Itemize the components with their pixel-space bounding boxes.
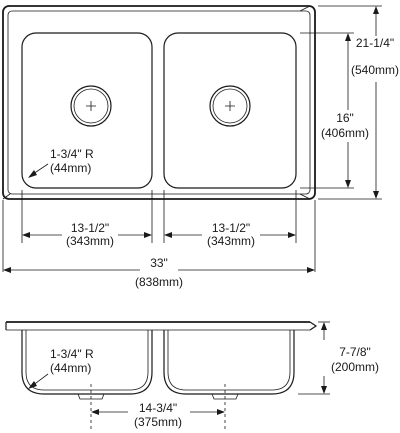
side-deck-right-edge: [309, 321, 318, 331]
rim-corner-bl: [2, 193, 11, 200]
right-drain: [209, 85, 251, 127]
dim-side-depth: [321, 322, 327, 394]
corner-radius-inch: 1-3/4" R: [50, 147, 94, 161]
dim-overall-depth-mm: (540mm): [351, 63, 399, 77]
dim-drain-spacing-inch: 14-3/4": [139, 401, 177, 415]
left-bowl: [21, 32, 153, 189]
dim-overall-depth-inch: 21-1/4": [356, 36, 394, 50]
dim-overall-width-inch: 33": [150, 256, 168, 270]
dim-overall-depth: [373, 6, 379, 199]
side-right-bowl: [163, 330, 295, 395]
dim-left-bowl-width: [22, 232, 152, 238]
side-right-bowl-inner: [167, 330, 291, 391]
side-corner-radius-leader: [28, 373, 49, 389]
dim-side-depth-mm: (200mm): [331, 360, 379, 374]
corner-radius-mm: (44mm): [50, 161, 91, 175]
dim-overall-width-mm: (838mm): [135, 275, 183, 289]
dim-left-bowl-width-mm: (343mm): [66, 234, 114, 248]
rim-corner-br: [299, 193, 311, 200]
dim-right-bowl-width-inch: 13-1/2": [212, 221, 250, 235]
sink-rim-inner: [7, 10, 311, 195]
corner-radius-leader: [28, 163, 49, 178]
side-corner-radius-inch: 1-3/4" R: [50, 347, 94, 361]
dim-right-bowl-width: [164, 232, 296, 238]
dim-drain-spacing-mm: (375mm): [134, 415, 182, 429]
side-left-bowl-inner: [25, 330, 149, 391]
dim-side-depth-inch: 7-7/8": [339, 345, 371, 359]
dim-bowl-depth-mm: (406mm): [321, 126, 369, 140]
left-drain: [70, 85, 112, 127]
dim-bowl-depth-inch: 16": [336, 111, 354, 125]
side-view: 14-3/4" (375mm) 1-3/4" R (44mm) 7-7/8" (…: [5, 321, 379, 430]
side-corner-radius-mm: (44mm): [50, 361, 91, 375]
top-view: 13-1/2" (343mm) 13-1/2" (343mm) 33" (838…: [2, 5, 399, 289]
side-left-bowl: [21, 330, 153, 395]
dim-bowl-depth: [345, 33, 351, 188]
dim-overall-width: [3, 267, 315, 273]
right-bowl: [163, 32, 297, 189]
sink-rim-outer: [2, 5, 316, 200]
rim-corner-tr: [299, 5, 311, 12]
dim-right-bowl-width-mm: (343mm): [207, 234, 255, 248]
dim-drain-spacing: [91, 409, 225, 415]
dim-left-bowl-width-inch: 13-1/2": [71, 221, 109, 235]
